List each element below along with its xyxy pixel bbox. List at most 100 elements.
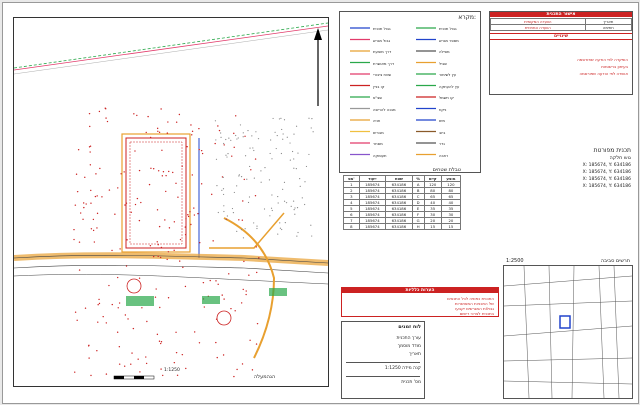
site-location-marker [559, 315, 571, 329]
notes-title: הערות כלליות [342, 288, 498, 293]
contour-dot [283, 181, 286, 183]
contour-dot [233, 191, 235, 194]
tree-dot [191, 134, 193, 136]
tree-dot [186, 146, 188, 148]
curved-road [223, 217, 276, 359]
legend-label: חניה [373, 118, 381, 123]
contour-dot [269, 152, 271, 155]
legend-label: מגורים [373, 129, 384, 135]
contour-dot [304, 181, 306, 183]
tree-dot [124, 204, 126, 206]
tree-dot [139, 371, 141, 373]
tree-dot [105, 373, 108, 375]
tree-dot [84, 307, 87, 309]
contour-dot [240, 176, 243, 178]
contour-dot [230, 139, 232, 141]
tree-dot [179, 260, 181, 262]
tree-dot [146, 320, 148, 323]
tree-dot [255, 246, 258, 248]
tree-dot [74, 311, 77, 313]
tree-dot [90, 202, 92, 204]
contour-dot [277, 202, 279, 204]
tree-dot [87, 345, 90, 347]
contour-dot [242, 136, 244, 138]
contour-dot [249, 147, 251, 149]
tree-dot [197, 212, 199, 215]
contour-dot [279, 227, 281, 229]
tree-dot [157, 255, 159, 258]
contour-dot [291, 150, 294, 153]
tree-dot [147, 115, 149, 118]
orange-boundary [121, 133, 191, 253]
legend-label: מסילה [439, 49, 450, 54]
tree-dot [187, 215, 190, 218]
tree-dot [185, 367, 187, 370]
tree-dot [106, 120, 109, 123]
tree-dot [118, 363, 121, 365]
contour-dot [283, 200, 286, 202]
contour-dot [248, 196, 251, 198]
notes-line-2: של התכניות המאושרות [454, 301, 494, 306]
tree-dot [187, 214, 189, 216]
contour-dot [311, 118, 313, 120]
plan-coord-3: X: 185674, Y: 634186 [582, 177, 631, 182]
tree-dot [254, 158, 257, 160]
tree-dot [173, 221, 176, 223]
tree-dot [178, 113, 181, 116]
plan-coord-1: X: 185674, Y: 634186 [582, 163, 631, 168]
contour-dot [301, 197, 303, 199]
tree-dot [90, 374, 92, 377]
tree-dot [83, 206, 85, 209]
tree-dot [136, 114, 138, 117]
scale-text: 1:1250 [164, 368, 180, 373]
contour-dot [296, 235, 298, 237]
legend-label: קו חשמל [439, 95, 454, 100]
location-line [598, 265, 605, 399]
tree-dot [209, 279, 211, 282]
tree-dot [182, 266, 184, 269]
tree-dot [215, 280, 217, 282]
legend-label: מספר מגרש [439, 37, 459, 43]
tree-dot [184, 285, 187, 288]
stamp-row-2: מודד מוסמך [397, 344, 421, 349]
roundabout [126, 278, 142, 294]
contour-dot [226, 156, 228, 158]
tree-dot [138, 169, 141, 172]
green-label [126, 296, 154, 306]
tree-dot [173, 249, 175, 252]
approval-note-1: הופקדה לפי הודעה שפורסמה [577, 57, 628, 62]
contour-dot [216, 185, 218, 187]
location-line [503, 300, 633, 307]
tree-dot [179, 238, 182, 241]
contour-dot [252, 147, 254, 149]
area-table-title: טבלת שטחים [432, 167, 461, 173]
contour-dot [299, 185, 301, 187]
tree-dot [167, 251, 170, 253]
tree-dot [198, 342, 201, 344]
tree-dot [228, 273, 230, 275]
location-line [613, 265, 620, 399]
tree-dot [248, 274, 250, 276]
approval-note-2: בעיתון ברשומות [601, 64, 628, 69]
contour-dot [289, 159, 291, 161]
contour-dot [260, 181, 262, 183]
tree-dot [157, 130, 159, 132]
contour-dot [249, 165, 251, 168]
plot-boundary [125, 137, 187, 249]
contour-dot [310, 224, 312, 226]
tree-dot [74, 371, 76, 373]
contour-dot [283, 119, 286, 121]
tree-dot [97, 321, 99, 323]
tree-dot [157, 170, 160, 172]
plan-coord-2: X: 185674, Y: 634186 [582, 170, 631, 175]
tree-dot [125, 265, 128, 267]
tree-dot [90, 228, 93, 230]
contour-dot [231, 207, 234, 210]
tree-dot [251, 369, 254, 371]
contour-dot [240, 229, 243, 231]
contour-dot [247, 129, 249, 132]
tree-dot [119, 248, 121, 250]
contour-dot [281, 228, 283, 231]
